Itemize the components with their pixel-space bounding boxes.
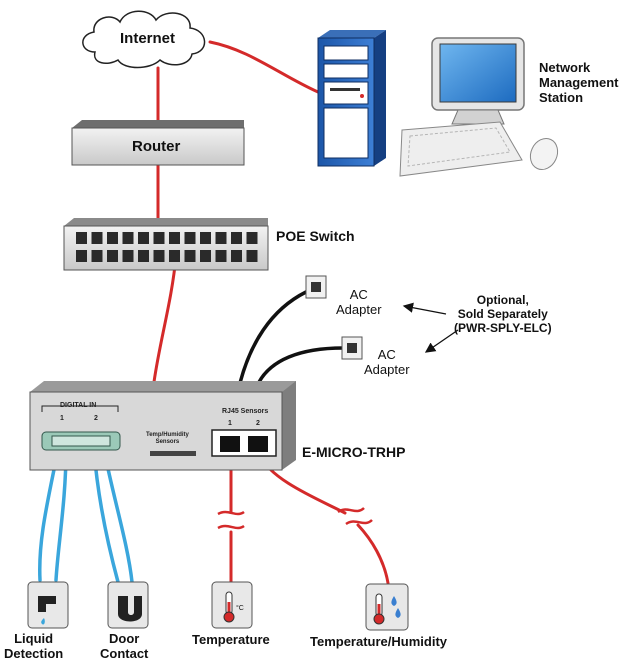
router-label: Router xyxy=(132,138,181,155)
switch-port xyxy=(169,250,180,262)
nms-label-line-1: Network xyxy=(539,60,591,75)
mouse-icon xyxy=(529,137,559,171)
temperature-label: Temperature xyxy=(192,632,270,647)
server-tower-icon xyxy=(317,30,386,167)
nms-label: Network Management Station xyxy=(539,60,619,106)
switch-port xyxy=(122,232,134,244)
optional-arrows xyxy=(402,302,459,353)
break-mark-2 xyxy=(337,507,373,526)
switch-port xyxy=(231,232,242,244)
temp-humidity-sensors-line-1: Temp/Humidity xyxy=(146,432,189,438)
rj45-port-2: 2 xyxy=(256,420,260,427)
internet-label: Internet xyxy=(120,30,176,47)
arrow-to-adapter-1 xyxy=(402,302,447,315)
rj45-sensors-label: RJ45 Sensors xyxy=(222,408,269,415)
faucet-icon xyxy=(38,596,56,625)
door-contact-line-2: Contact xyxy=(100,645,149,661)
cable-break-marks xyxy=(217,507,373,530)
switch-port xyxy=(107,250,118,262)
switch-port xyxy=(184,250,196,262)
switch-port xyxy=(169,232,180,244)
ac-adapter-1-label: AC Adapter xyxy=(336,287,382,318)
switch-port xyxy=(91,250,103,262)
poe-switch-label: POE Switch xyxy=(276,228,355,244)
cloud-icon xyxy=(82,10,206,69)
celsius-mark: °C xyxy=(236,605,244,612)
temperature-humidity-sensor xyxy=(365,583,409,631)
arrow-to-adapter-2 xyxy=(424,329,459,353)
break-mark-1 xyxy=(217,510,245,530)
liquid-detection-line-1: Liquid xyxy=(14,631,54,646)
power-outlet-icon xyxy=(305,275,327,299)
switch-port xyxy=(200,232,211,244)
monitor-icon xyxy=(431,37,525,125)
switch-port xyxy=(246,232,258,244)
switch-port xyxy=(153,232,165,244)
router-icon xyxy=(71,120,245,166)
switch-port xyxy=(138,232,149,244)
temp-humidity-sensors-line-2: Sensors xyxy=(155,438,180,445)
liquid-detection-line-2: Detection xyxy=(4,645,64,661)
door-contact-label: Door Contact xyxy=(100,631,149,662)
switch-port xyxy=(76,250,87,262)
cable-cloud-to-server xyxy=(208,40,320,94)
digital-in-port-2: 2 xyxy=(94,415,98,422)
optional-note-line-3: (PWR-SPLY-ELC) xyxy=(454,320,552,335)
power-cable-2 xyxy=(256,346,345,386)
switch-port xyxy=(200,250,211,262)
switch-port xyxy=(231,250,242,262)
thermometer-icon xyxy=(373,593,385,625)
power-cable-1 xyxy=(238,290,308,385)
temperature-humidity-label: Temperature/Humidity xyxy=(310,634,448,649)
device-name-label: E-MICRO-TRHP xyxy=(302,444,406,460)
thermometer-icon xyxy=(223,591,235,623)
temp-humidity-sensors-label: Temp/Humidity Sensors xyxy=(146,432,189,446)
network-switch-icon xyxy=(63,218,269,271)
switch-port xyxy=(138,250,149,262)
digital-in-port-1: 1 xyxy=(60,415,64,422)
optional-note-line-1: Optional, xyxy=(476,293,529,307)
cable-switch-to-device xyxy=(152,254,178,384)
switch-port xyxy=(246,250,258,262)
switch-port xyxy=(122,250,134,262)
magnet-icon xyxy=(118,596,142,622)
optional-note-label: Optional, Sold Separately (PWR-SPLY-ELC) xyxy=(454,293,552,335)
switch-port xyxy=(107,232,118,244)
cable-rj45-port2 xyxy=(258,453,390,585)
switch-port xyxy=(91,232,103,244)
nms-label-line-3: Station xyxy=(539,89,584,105)
power-cables xyxy=(238,290,345,386)
switch-port xyxy=(184,232,196,244)
ac-adapter-2-label: AC Adapter xyxy=(364,347,410,378)
water-drops-icon xyxy=(391,596,401,618)
power-outlet-icon xyxy=(341,336,363,360)
door-contact-line-1: Door xyxy=(109,631,140,646)
temperature-sensor xyxy=(211,581,253,629)
ac-adapter-2-line-1: AC xyxy=(377,347,396,362)
ac-adapter-2-line-2: Adapter xyxy=(364,361,410,377)
optional-note-line-2: Sold Separately xyxy=(457,306,548,321)
switch-port xyxy=(215,232,227,244)
ac-adapter-1-line-2: Adapter xyxy=(336,301,382,317)
liquid-detection-sensor xyxy=(27,581,69,629)
rj45-port-1: 1 xyxy=(228,420,232,427)
switch-port xyxy=(215,250,227,262)
keyboard-icon xyxy=(399,121,523,177)
switch-port xyxy=(153,250,165,262)
liquid-detection-label: Liquid Detection xyxy=(4,631,64,662)
device-enclosure xyxy=(29,381,296,471)
ac-adapter-1-line-1: AC xyxy=(349,287,368,302)
digital-in-label: DIGITAL IN xyxy=(60,402,97,409)
door-contact-sensor xyxy=(107,581,149,629)
nms-label-line-2: Management xyxy=(539,74,619,90)
switch-port xyxy=(76,232,87,244)
